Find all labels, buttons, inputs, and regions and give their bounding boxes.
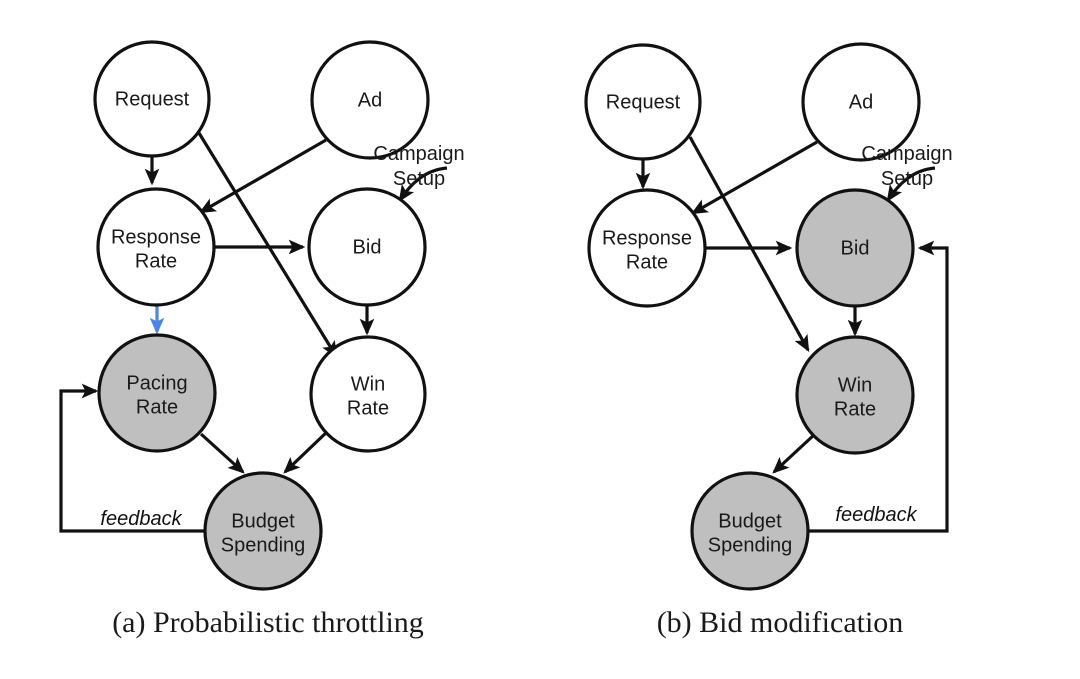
node-b-request-label: Request [606,91,681,113]
node-a-win-rate[interactable]: Win Rate [309,335,427,453]
node-a-win-rate-label-line2: Rate [347,397,389,419]
edge-b-request-to-win [688,136,810,353]
node-a-ad-label: Ad [358,89,382,111]
node-a-pacing-rate-label-line2: Rate [136,396,178,418]
node-b-budget-spending-label-line2: Spending [708,534,793,556]
panel-b-feedback-label: feedback [835,504,917,526]
edge-b-win-to-budget [772,432,817,474]
panel-b-nodes: Request Ad Response Rate Bid W [584,42,921,591]
panel-a-campaign-setup-label-line1: Campaign [373,143,464,165]
node-a-pacing-rate[interactable]: Pacing Rate [97,333,217,453]
panel-b-edges [635,136,949,533]
node-b-response-rate-label-line2: Rate [626,251,668,273]
panel-a: Request Ad Response Rate Bid P [59,40,465,639]
edge-a-win-to-budget [283,428,331,474]
edge-a-pacing-to-budget [199,432,245,474]
node-b-ad[interactable]: Ad [801,42,921,162]
node-a-budget-spending[interactable]: Budget Spending [203,471,323,591]
node-b-request[interactable]: Request [584,43,702,161]
node-a-ad[interactable]: Ad [310,40,430,160]
panel-b-caption: (b) Bid modification [657,606,904,639]
panel-b-campaign-setup-label-line1: Campaign [861,143,952,165]
node-b-response-rate[interactable]: Response Rate [587,188,707,308]
edge-a-ad-to-response [198,138,327,214]
node-a-response-rate[interactable]: Response Rate [96,187,216,307]
node-a-request-label: Request [115,88,190,110]
panel-a-nodes: Request Ad Response Rate Bid P [93,40,430,591]
node-b-budget-spending-label-line1: Budget [718,510,782,532]
node-b-win-rate-label-line2: Rate [834,398,876,420]
node-b-win-rate-label-line1: Win [838,374,872,396]
node-a-bid[interactable]: Bid [307,187,427,307]
panel-b-campaign-setup-label-line2: Setup [881,168,933,190]
node-a-response-rate-label-line1: Response [111,226,201,248]
edge-b-campaign-setup-to-bid [886,166,936,202]
panel-b: Request Ad Response Rate Bid W [584,42,953,639]
node-a-pacing-rate-label-line1: Pacing [126,372,187,394]
panel-a-caption: (a) Probabilistic throttling [112,606,424,639]
node-b-bid-label: Bid [841,237,870,259]
node-b-bid[interactable]: Bid [795,188,915,308]
edge-a-campaign-setup-to-bid [398,166,448,202]
panel-a-feedback-label: feedback [100,508,182,530]
node-a-response-rate-label-line2: Rate [135,250,177,272]
edge-b-feedback-loop [806,240,949,533]
edge-b-ad-to-response [690,140,818,215]
edge-a-feedback-loop [59,383,205,533]
edge-a-request-to-win [197,132,338,358]
node-a-budget-spending-label-line1: Budget [231,510,295,532]
node-a-request[interactable]: Request [93,40,211,158]
node-b-budget-spending[interactable]: Budget Spending [690,471,810,591]
node-a-bid-label: Bid [353,236,382,258]
node-a-budget-spending-label-line2: Spending [221,534,306,556]
node-b-response-rate-label-line1: Response [602,227,692,249]
node-b-ad-label: Ad [849,91,873,113]
panel-a-edges [59,132,448,533]
node-a-win-rate-label-line1: Win [351,373,385,395]
node-b-win-rate[interactable]: Win Rate [795,335,915,455]
panel-a-campaign-setup-label-line2: Setup [393,168,445,190]
